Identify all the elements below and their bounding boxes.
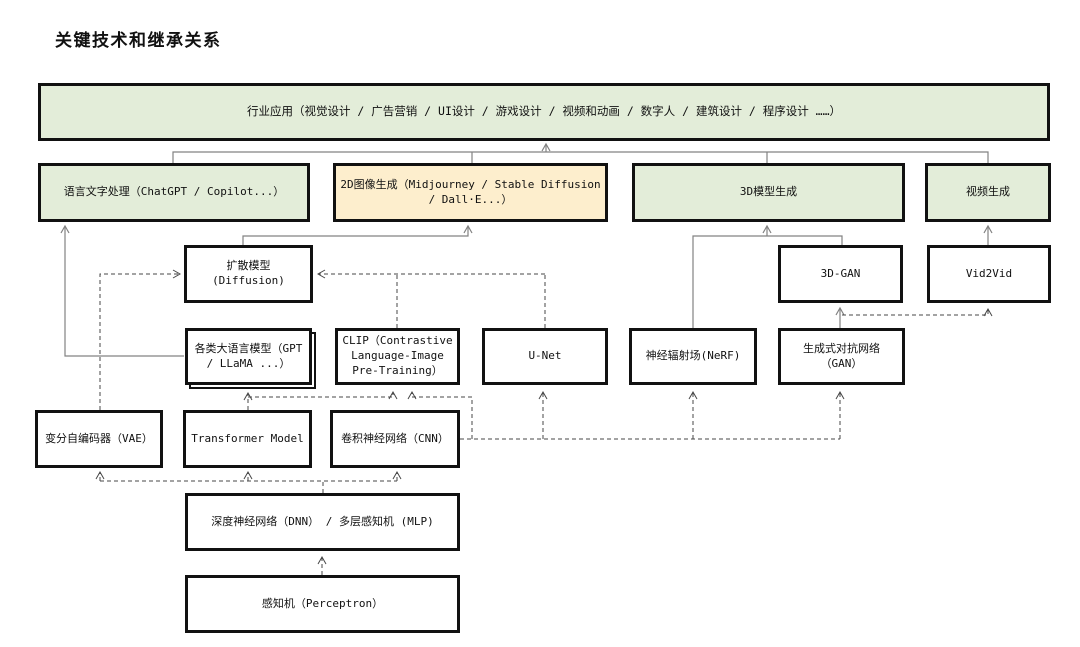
node-video: 视频生成 xyxy=(925,163,1051,222)
edge-gan-to-vid2vid xyxy=(842,307,993,317)
node-industry: 行业应用（视觉设计 / 广告营销 / UI设计 / 游戏设计 / 视频和动画 /… xyxy=(38,83,1050,141)
node-vid2vid: Vid2Vid xyxy=(927,245,1051,303)
node-perceptron: 感知机（Perceptron） xyxy=(185,575,460,633)
node-gan3d: 3D-GAN xyxy=(778,245,903,303)
node-diffusion: 扩散模型(Diffusion) xyxy=(184,245,313,303)
node-unet: U-Net xyxy=(482,328,608,385)
edge-llm-to-lang xyxy=(60,224,184,357)
edge-bus-row2-to-industry xyxy=(172,151,989,164)
node-llm: 各类大语言模型（GPT / LLaMA ...） xyxy=(185,328,312,385)
node-img2d: 2D图像生成（Midjourney / Stable Diffusion / D… xyxy=(333,163,608,222)
page-title: 关键技术和继承关系 xyxy=(55,31,222,51)
edge-diffusion-to-img2d xyxy=(242,224,473,245)
node-transformer: Transformer Model xyxy=(183,410,312,468)
node-gan: 生成式对抗网络（GAN） xyxy=(778,328,905,385)
node-model3d: 3D模型生成 xyxy=(632,163,905,222)
edge-transformer-to-clip xyxy=(248,390,398,400)
node-clip: CLIP（Contrastive Language-Image Pre-Trai… xyxy=(335,328,460,385)
edge-vae-to-diffusion xyxy=(99,269,182,410)
node-lang: 语言文字处理（ChatGPT / Copilot...） xyxy=(38,163,310,222)
node-dnn: 深度神经网络（DNN） / 多层感知机 (MLP) xyxy=(185,493,460,551)
node-vae: 变分自编码器（VAE） xyxy=(35,410,163,468)
node-nerf: 神经辐射场(NeRF) xyxy=(629,328,757,385)
node-cnn: 卷积神经网络（CNN） xyxy=(330,410,460,468)
edge-cnn-to-clip xyxy=(407,390,473,439)
